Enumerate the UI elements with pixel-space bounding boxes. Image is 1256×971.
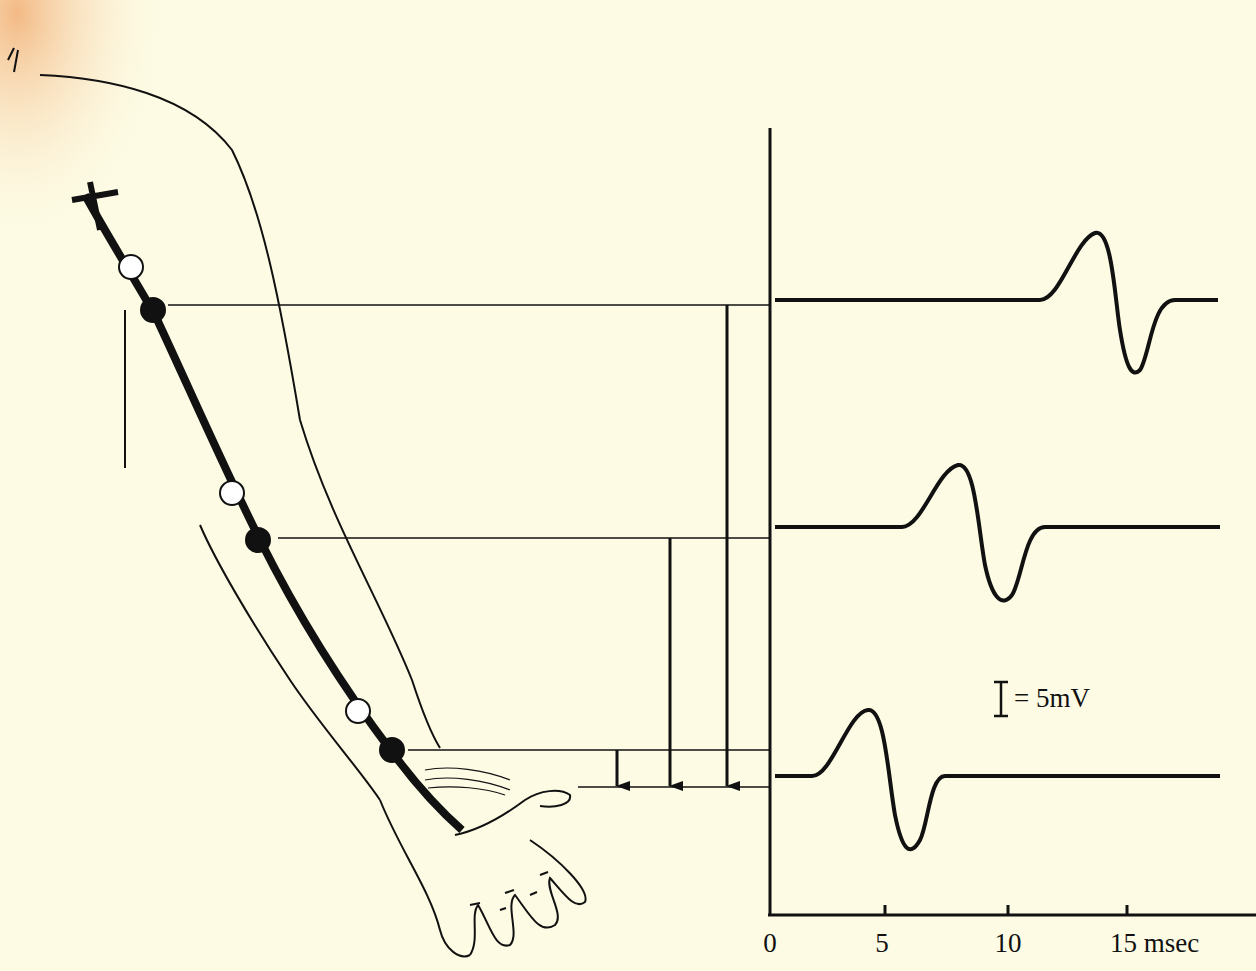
axis-tick-label: 10 — [995, 930, 1022, 957]
axis-tick-label: 15 msec — [1110, 930, 1199, 957]
scale-label: = 5mV — [1014, 685, 1090, 712]
leader-lines — [168, 305, 770, 787]
latency-arrows — [617, 305, 727, 786]
axis-tick-label: 0 — [763, 930, 777, 957]
scale-bar — [994, 682, 1008, 716]
axes — [768, 128, 1256, 916]
axis-tick-label: 5 — [875, 930, 889, 957]
arm-outline — [8, 48, 586, 956]
median-nerve — [72, 182, 462, 830]
shoulder-shading — [0, 0, 170, 260]
electrodes — [119, 255, 404, 762]
action-potential-traces — [775, 233, 1220, 850]
